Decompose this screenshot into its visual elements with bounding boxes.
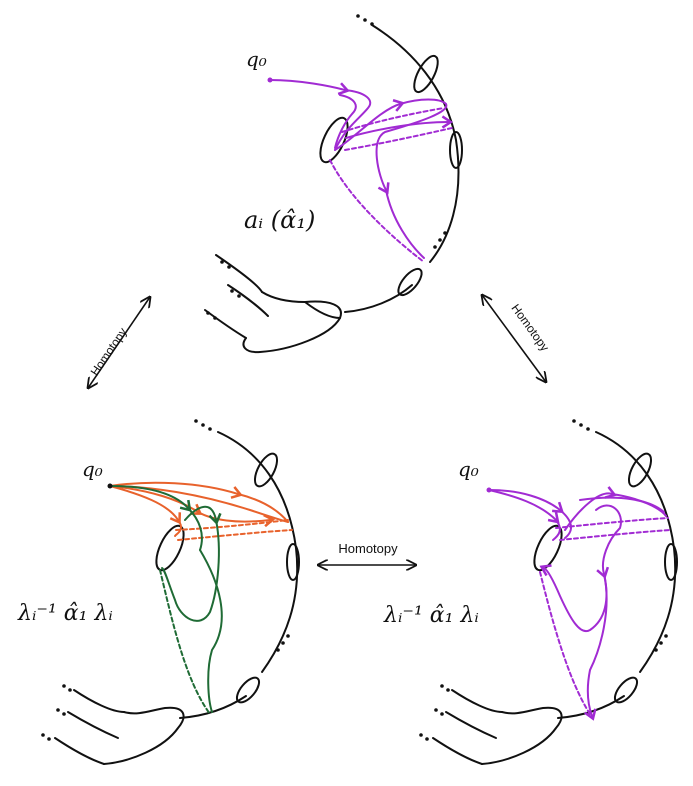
- right-surface: [432, 431, 678, 765]
- top-tube-lower-2: [204, 309, 247, 339]
- top-base-label: q₀: [246, 47, 267, 71]
- right-handle-2: [664, 543, 678, 581]
- right-handle-3: [613, 676, 639, 704]
- top-tube-rim: [304, 301, 341, 319]
- top-tube-lower-1: [227, 284, 269, 317]
- left-boundary-lower: [179, 695, 247, 719]
- right-base-point: [486, 487, 492, 493]
- right-tube-lower-1: [445, 711, 497, 739]
- right-handle-1: [627, 452, 653, 488]
- right-formula: λᵢ⁻¹ α̂₁ λᵢ: [383, 603, 479, 628]
- left-dots: [41, 419, 290, 741]
- top-surface: [204, 24, 463, 354]
- left-tube-upper: [73, 689, 125, 713]
- left-surface: [54, 431, 300, 765]
- top-tube-upper: [215, 254, 263, 293]
- top-base-point: [267, 77, 273, 83]
- top-formula: aᵢ (α̂₁): [244, 206, 315, 234]
- right-boundary-arc: [595, 431, 677, 673]
- top-handle-2: [449, 131, 463, 169]
- right-tube-upper: [451, 689, 503, 713]
- left-handle-3: [235, 676, 261, 704]
- right-tube-lower-2: [432, 737, 483, 765]
- left-loop-green: [109, 485, 223, 715]
- left-handle-1: [253, 452, 279, 488]
- right-tube-body: [481, 706, 563, 765]
- right-dots: [419, 419, 668, 741]
- homotopy-left-label: Homotopy: [88, 325, 130, 378]
- right-loop-purple: [488, 486, 671, 721]
- top-handle-1: [413, 54, 439, 94]
- right-base-label: q₀: [458, 457, 479, 481]
- left-base-label: q₀: [82, 457, 103, 481]
- right-hole: [533, 524, 563, 572]
- top-loop-purple: [269, 79, 454, 263]
- left-tube-lower-1: [67, 711, 119, 739]
- homotopy-arrow-left: Homotopy: [88, 297, 150, 388]
- homotopy-bottom-label: Homotopy: [338, 541, 398, 556]
- top-dots: [206, 14, 447, 320]
- left-tube-body: [103, 706, 185, 765]
- left-handle-2: [286, 543, 300, 581]
- top-handle-3: [397, 267, 423, 297]
- top-tube-body: [242, 291, 342, 354]
- left-tube-lower-2: [54, 737, 105, 765]
- top-boundary-arc: [371, 24, 460, 263]
- homotopy-arrow-right: Homotopy: [482, 295, 552, 382]
- top-boundary-lower: [344, 284, 413, 313]
- left-formula: λᵢ⁻¹ α̂₁ λᵢ: [17, 601, 113, 626]
- homotopy-arrow-bottom: Homotopy: [318, 541, 416, 565]
- homotopy-right-label: Homotopy: [508, 301, 551, 353]
- left-base-point: [107, 483, 113, 489]
